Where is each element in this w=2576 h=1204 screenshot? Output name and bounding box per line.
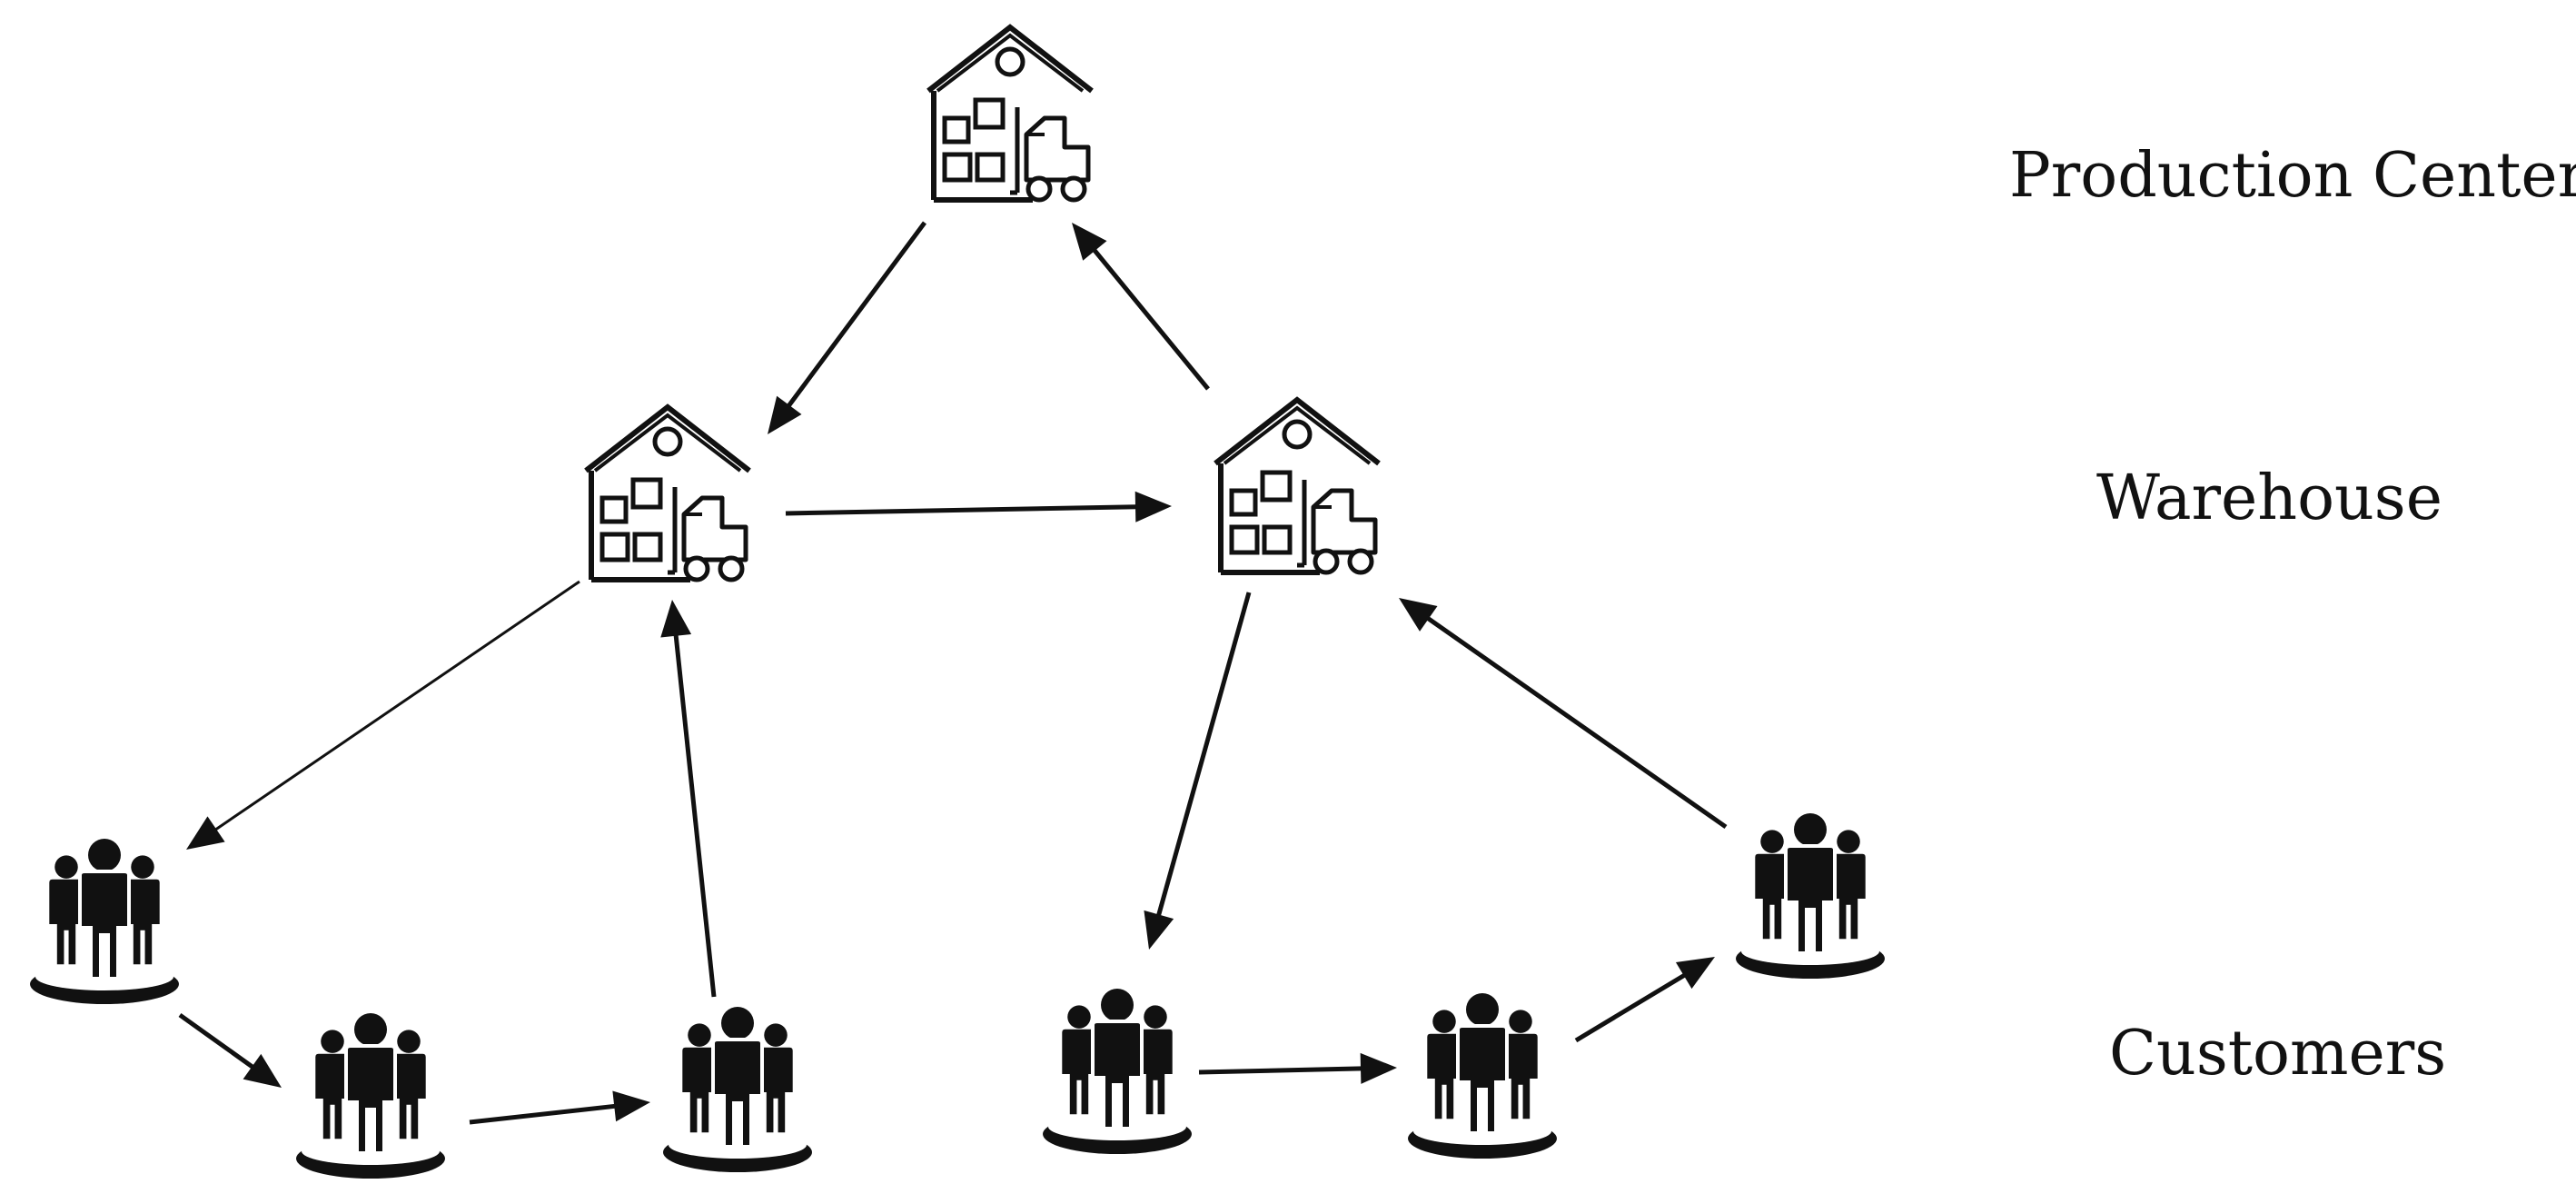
customers-label: Customers (2109, 1018, 2447, 1090)
arrow-shaft (178, 1012, 255, 1070)
warehouse-forklift-icon (586, 407, 749, 580)
customer-group-icon (296, 1013, 445, 1179)
arrow-customer-6-to-right-warehouse (1399, 598, 1728, 830)
arrow-head (186, 816, 225, 850)
warehouse-node-right (1215, 400, 1379, 572)
arrow-head (1675, 957, 1715, 990)
warehouse-label: Warehouse (2096, 463, 2442, 534)
arrow-head (1144, 910, 1174, 950)
customer-node-4 (1043, 989, 1192, 1154)
production-center-label: Production Center (2009, 140, 2576, 212)
arrow-shaft (786, 221, 927, 408)
warehouse-forklift-icon (928, 27, 1092, 200)
arrow-head (1360, 1052, 1397, 1084)
customer-node-5 (1408, 993, 1557, 1159)
arrow-customer-5-to-customer-6 (1574, 957, 1715, 1043)
customer-node-2 (296, 1013, 445, 1179)
arrow-customer-4-to-customer-5 (1198, 1052, 1397, 1084)
arrow-shaft (785, 504, 1138, 516)
production-center-node (928, 27, 1092, 200)
arrow-head (1072, 223, 1107, 261)
arrow-left-warehouse-to-customer-1 (186, 580, 580, 850)
warehouse-node-left (586, 407, 749, 580)
arrow-left-to-right-warehouse (785, 491, 1172, 522)
arrow-head (660, 600, 692, 638)
arrow-shaft (1155, 592, 1252, 918)
customer-node-3 (663, 1007, 812, 1172)
arrow-shaft (1425, 615, 1728, 830)
arrow-head (243, 1053, 282, 1088)
customer-group-icon (1408, 993, 1557, 1159)
arrow-customer-1-to-customer-2 (178, 1012, 282, 1088)
arrow-shaft (469, 1103, 617, 1125)
arrow-customer-3-to-left-warehouse (660, 600, 717, 998)
arrow-head (1134, 491, 1172, 522)
customer-node-1 (30, 839, 179, 1004)
arrow-customer-2-to-customer-3 (469, 1090, 650, 1125)
customer-group-icon (1736, 813, 1885, 979)
arrow-shaft (1574, 972, 1687, 1043)
arrow-shaft (213, 580, 580, 831)
arrow-head (768, 395, 802, 434)
arrow-right-warehouse-to-production (1072, 223, 1210, 391)
customer-node-6 (1736, 813, 1885, 979)
arrow-production-to-left-warehouse (768, 221, 927, 434)
customer-group-icon (1043, 989, 1192, 1154)
arrow-head (1399, 598, 1438, 632)
customer-group-icon (30, 839, 179, 1004)
arrow-shaft (1092, 247, 1210, 391)
arrow-right-warehouse-to-customer-4 (1144, 592, 1252, 950)
customer-group-icon (663, 1007, 812, 1172)
arrow-head (612, 1090, 650, 1122)
arrow-shaft (673, 633, 717, 998)
arrow-shaft (1198, 1066, 1363, 1075)
warehouse-forklift-icon (1215, 400, 1379, 572)
